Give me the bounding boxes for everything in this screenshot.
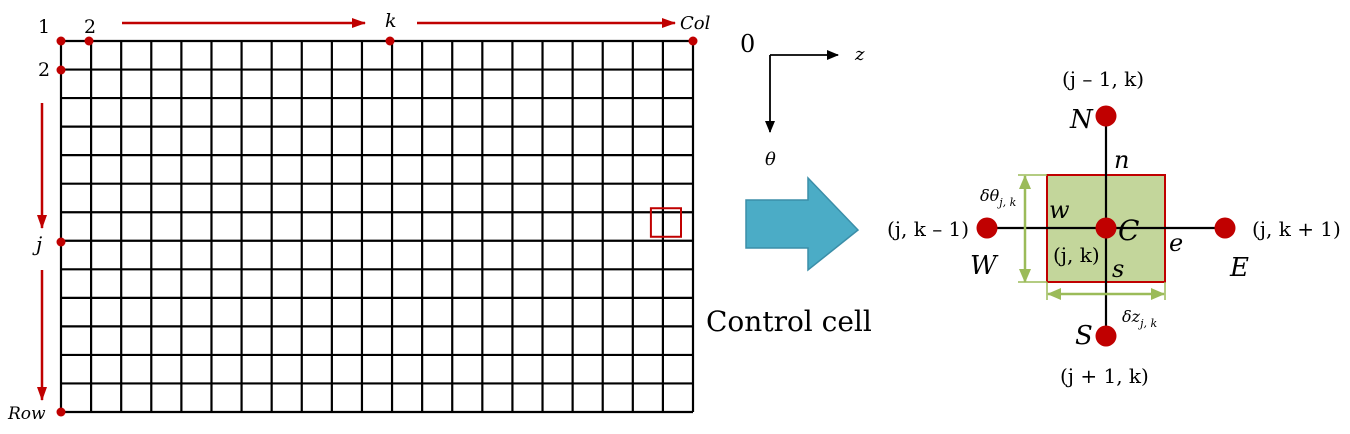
- node-east: [1214, 217, 1236, 239]
- face-label-n: n: [1114, 146, 1129, 174]
- label-N: N: [1069, 105, 1094, 135]
- coord-east: (j, k + 1): [1252, 217, 1341, 241]
- dtheta-label: δθj, k: [980, 186, 1017, 209]
- grid-label-1: 1: [38, 16, 50, 38]
- transition-arrow-icon: [745, 176, 860, 272]
- node-dot-row2: [56, 65, 66, 75]
- highlighted-control-cell: [649, 207, 683, 238]
- caption-control-cell: Control cell: [706, 305, 872, 338]
- node-dot-j: [56, 237, 66, 247]
- grid-label-2-left: 2: [38, 59, 50, 81]
- node-north: [1095, 105, 1117, 127]
- grid-label-k: k: [385, 10, 397, 32]
- face-label-w: w: [1049, 196, 1070, 224]
- node-west: [976, 217, 998, 239]
- coord-south: (j + 1, k): [1060, 364, 1149, 388]
- dz-label: δzj, k: [1122, 307, 1157, 330]
- node-dot-origin: [56, 36, 66, 46]
- label-W: W: [970, 251, 999, 281]
- node-center: [1095, 217, 1117, 239]
- axes-origin-label: 0: [740, 30, 755, 58]
- grid-label-j: j: [32, 232, 42, 256]
- node-south: [1095, 325, 1117, 347]
- computational-grid: [59, 39, 695, 414]
- node-dot-k: [385, 36, 395, 46]
- label-E: E: [1229, 253, 1249, 283]
- coord-west: (j, k – 1): [887, 217, 969, 241]
- grid-label-2-top: 2: [84, 16, 96, 38]
- node-dot-row: [56, 407, 66, 417]
- grid-label-row: Row: [7, 404, 46, 424]
- grid-label-col: Col: [680, 13, 711, 34]
- node-dot-col: [688, 36, 698, 46]
- coord-north: (j – 1, k): [1062, 67, 1144, 91]
- label-C: C: [1118, 214, 1139, 247]
- coord-center: (j, k): [1053, 243, 1100, 267]
- face-label-s: s: [1112, 255, 1124, 283]
- node-dot-col2: [84, 36, 94, 46]
- face-label-e: e: [1169, 229, 1183, 257]
- theta-axis-label: θ: [765, 149, 776, 170]
- z-axis-label: z: [854, 44, 865, 65]
- label-S: S: [1075, 321, 1093, 351]
